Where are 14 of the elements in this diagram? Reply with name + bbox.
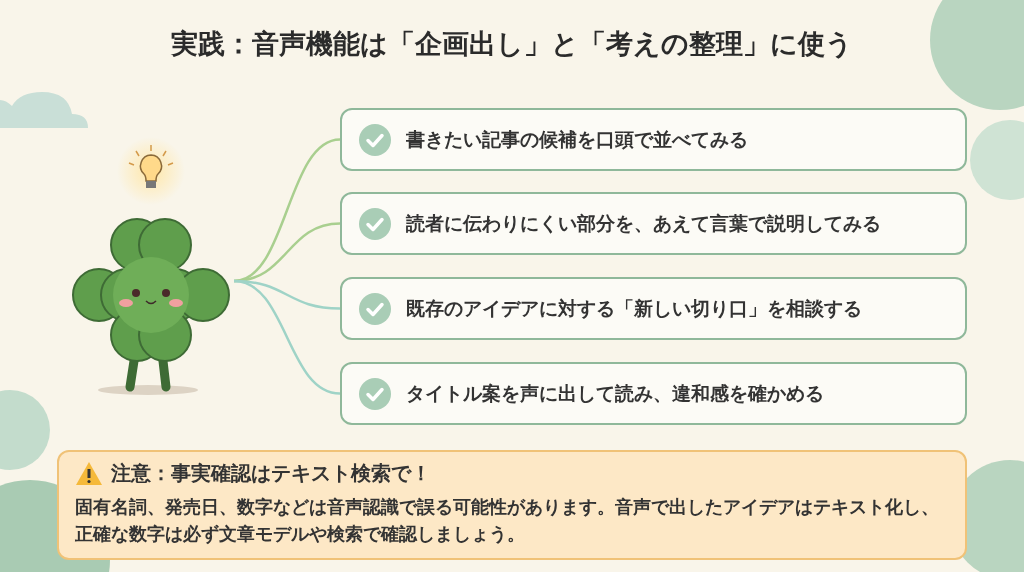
warning-heading: 注意：事実確認はテキスト検索で！: [111, 460, 431, 487]
title: 実践：音声機能は「企画出し」と「考えの整理」に使う: [170, 27, 854, 61]
connector-line: [233, 279, 341, 395]
item-card: [340, 108, 967, 171]
item-text: タイトル案を声に出して読み、違和感を確かめる: [406, 380, 824, 406]
item-text: 既存のアイデアに対する「新しい切り口」を相談する: [406, 295, 862, 321]
item-card: [340, 277, 967, 340]
item-text: 読者に伝わりにくい部分を、あえて言葉で説明してみる: [406, 210, 881, 236]
item-card: [340, 192, 967, 255]
item-card: [340, 362, 967, 425]
item-text: 書きたい記事の候補を口頭で並べてみる: [406, 126, 748, 152]
warning-box: [57, 450, 967, 560]
connector-line: [233, 138, 341, 283]
warning-text: 固有名詞、発売日、数字などは音声認識で誤る可能性があります。音声で出したアイデアはテキスト化し、正確な数字は必ず文章モデルや検索で確認しましょう。: [75, 495, 940, 546]
